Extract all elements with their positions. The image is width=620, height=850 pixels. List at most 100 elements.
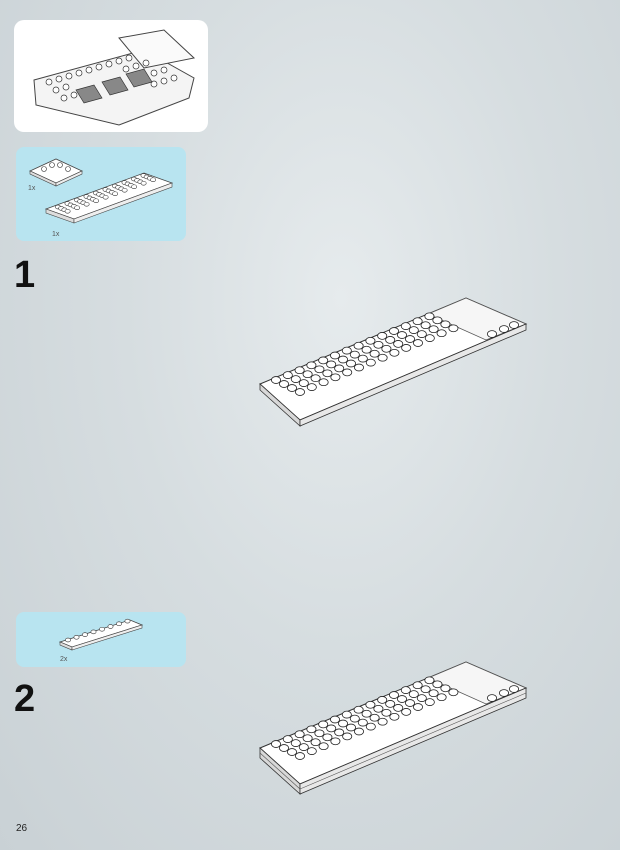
stud bbox=[290, 375, 301, 383]
stud bbox=[357, 718, 368, 727]
stud bbox=[318, 742, 329, 751]
completed-submodel-image bbox=[33, 29, 196, 126]
stud bbox=[338, 355, 349, 364]
stud bbox=[377, 717, 388, 726]
stud bbox=[400, 686, 411, 694]
stud bbox=[354, 363, 365, 372]
stud bbox=[408, 326, 419, 334]
stud bbox=[302, 370, 313, 379]
stud bbox=[404, 335, 415, 343]
stud bbox=[389, 712, 400, 721]
stud bbox=[353, 341, 364, 350]
stud bbox=[396, 331, 407, 339]
step-number: 2 bbox=[14, 678, 36, 720]
stud bbox=[341, 710, 352, 719]
stud bbox=[298, 379, 309, 387]
stud bbox=[326, 360, 337, 369]
stud bbox=[278, 744, 289, 752]
stud bbox=[365, 700, 376, 709]
overview-callout bbox=[14, 20, 208, 132]
stud bbox=[369, 349, 380, 358]
stud bbox=[330, 715, 341, 724]
stud bbox=[306, 747, 317, 755]
stud bbox=[310, 738, 321, 747]
stud bbox=[389, 348, 400, 357]
stud bbox=[282, 371, 293, 379]
stud bbox=[270, 740, 281, 748]
stud bbox=[334, 728, 345, 737]
stud bbox=[388, 327, 399, 335]
stud bbox=[322, 733, 333, 742]
plate-thin-image bbox=[58, 618, 144, 651]
stud bbox=[498, 689, 509, 697]
stud bbox=[334, 364, 345, 373]
stud bbox=[326, 724, 337, 733]
stud bbox=[357, 354, 368, 363]
plate-small-image bbox=[29, 158, 83, 187]
stud bbox=[107, 624, 114, 629]
stud bbox=[349, 714, 360, 723]
stud bbox=[353, 705, 364, 714]
stud bbox=[486, 694, 497, 702]
stud bbox=[116, 621, 122, 627]
stud bbox=[306, 383, 317, 391]
stud bbox=[346, 359, 357, 368]
stud bbox=[393, 340, 404, 348]
stud bbox=[428, 325, 439, 334]
stud bbox=[412, 339, 423, 347]
stud bbox=[393, 704, 404, 712]
stud bbox=[377, 353, 388, 362]
stud bbox=[424, 334, 435, 342]
stud bbox=[318, 378, 329, 387]
stud bbox=[365, 722, 376, 731]
step-1-assembly-image bbox=[259, 297, 528, 427]
part-quantity: 1x bbox=[28, 185, 36, 192]
stud bbox=[440, 320, 451, 329]
stud bbox=[400, 322, 411, 330]
stud bbox=[290, 739, 301, 747]
stud bbox=[361, 345, 372, 354]
stud bbox=[448, 688, 459, 697]
stud bbox=[416, 330, 427, 338]
stud bbox=[306, 725, 317, 734]
stud bbox=[270, 376, 281, 384]
stud bbox=[102, 194, 109, 200]
stud bbox=[412, 317, 423, 326]
stud bbox=[294, 366, 305, 375]
stud bbox=[412, 703, 423, 711]
stud bbox=[404, 699, 415, 707]
stud bbox=[428, 689, 439, 698]
stud bbox=[286, 384, 297, 392]
stud bbox=[424, 698, 435, 706]
stud bbox=[286, 748, 297, 756]
stud bbox=[420, 685, 431, 694]
stud bbox=[508, 321, 519, 329]
step-2-parts-callout: 2x bbox=[16, 612, 186, 667]
stud bbox=[140, 180, 147, 186]
stud bbox=[396, 695, 407, 703]
stud bbox=[295, 388, 306, 396]
stud bbox=[318, 356, 329, 365]
stud bbox=[401, 708, 412, 716]
stud bbox=[121, 187, 128, 193]
stud bbox=[112, 191, 118, 196]
stud bbox=[342, 368, 353, 377]
stud bbox=[124, 618, 131, 624]
stud bbox=[373, 340, 384, 349]
stud bbox=[424, 676, 435, 685]
stud bbox=[330, 737, 341, 746]
stud bbox=[65, 637, 71, 643]
stud bbox=[365, 336, 376, 345]
stud bbox=[298, 743, 309, 751]
page-number: 26 bbox=[16, 823, 28, 834]
plate-long-image bbox=[44, 172, 174, 224]
stud bbox=[83, 201, 90, 207]
stud bbox=[341, 346, 352, 355]
stud bbox=[365, 358, 376, 367]
stud bbox=[314, 729, 325, 738]
stud bbox=[432, 316, 443, 325]
stud bbox=[498, 325, 509, 333]
stud bbox=[295, 752, 306, 760]
stud bbox=[342, 732, 353, 741]
stud bbox=[306, 361, 317, 370]
